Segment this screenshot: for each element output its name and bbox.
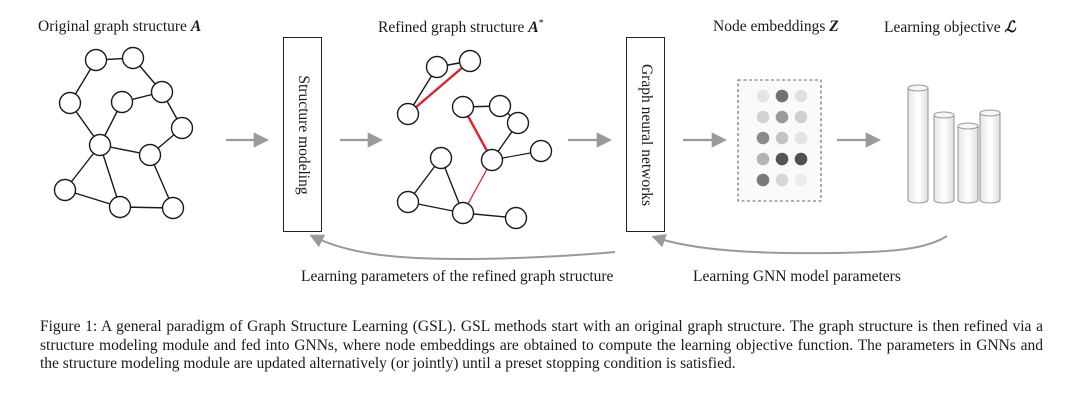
embedding-dot bbox=[794, 110, 808, 124]
embedding-dot bbox=[756, 152, 770, 166]
symbol-star: * bbox=[538, 18, 544, 29]
structure-modeling-box: Structure modeling bbox=[283, 37, 322, 232]
feedback-arrow-left bbox=[309, 234, 616, 261]
node-embeddings-label: Node embeddings Z bbox=[713, 18, 839, 36]
embedding-dot bbox=[756, 89, 770, 103]
embedding-dot bbox=[775, 89, 789, 103]
embedding-dot bbox=[756, 110, 770, 124]
embedding-dot bbox=[794, 89, 808, 103]
original-graph-label: Original graph structure A bbox=[38, 18, 201, 36]
embedding-dot bbox=[794, 173, 808, 187]
gnn-box: Graph neural networks bbox=[626, 37, 665, 232]
embedding-dot bbox=[775, 152, 789, 166]
original-graph-nodes bbox=[53, 46, 194, 220]
learning-objective-label: Learning objective ℒ bbox=[884, 18, 1016, 37]
refined-graph-text: Refined graph structure bbox=[378, 19, 529, 37]
refined-graph bbox=[407, 60, 542, 219]
symbol-l: ℒ bbox=[1004, 19, 1016, 36]
refined-graph-nodes bbox=[396, 49, 553, 230]
refined-graph-label: Refined graph structure A* bbox=[378, 18, 544, 37]
feedback-label-structure: Learning parameters of the refined graph… bbox=[301, 268, 614, 285]
original-graph bbox=[64, 57, 183, 209]
embedding-dot bbox=[775, 131, 789, 145]
node-embeddings-text: Node embeddings bbox=[713, 18, 830, 35]
embedding-dot bbox=[756, 131, 770, 145]
refined-graph-red-edges bbox=[407, 60, 494, 214]
learning-objective-text: Learning objective bbox=[884, 19, 1005, 36]
embedding-dot bbox=[794, 131, 808, 145]
feedback-label-gnn: Learning GNN model parameters bbox=[693, 268, 901, 285]
embedding-dot bbox=[775, 173, 789, 187]
embedding-dots bbox=[756, 89, 808, 187]
embedding-dot bbox=[775, 110, 789, 124]
symbol-a-star: A bbox=[528, 19, 539, 37]
original-graph-text: Original graph structure bbox=[38, 18, 191, 35]
figure-caption: Figure 1: A general paradigm of Graph St… bbox=[40, 318, 1043, 373]
feedback-arrow-right bbox=[651, 233, 948, 255]
symbol-a: A bbox=[190, 18, 202, 35]
embedding-dot bbox=[756, 173, 770, 187]
objective-cylinders bbox=[907, 84, 1001, 204]
symbol-z: Z bbox=[829, 18, 839, 35]
embedding-dot bbox=[794, 152, 808, 166]
